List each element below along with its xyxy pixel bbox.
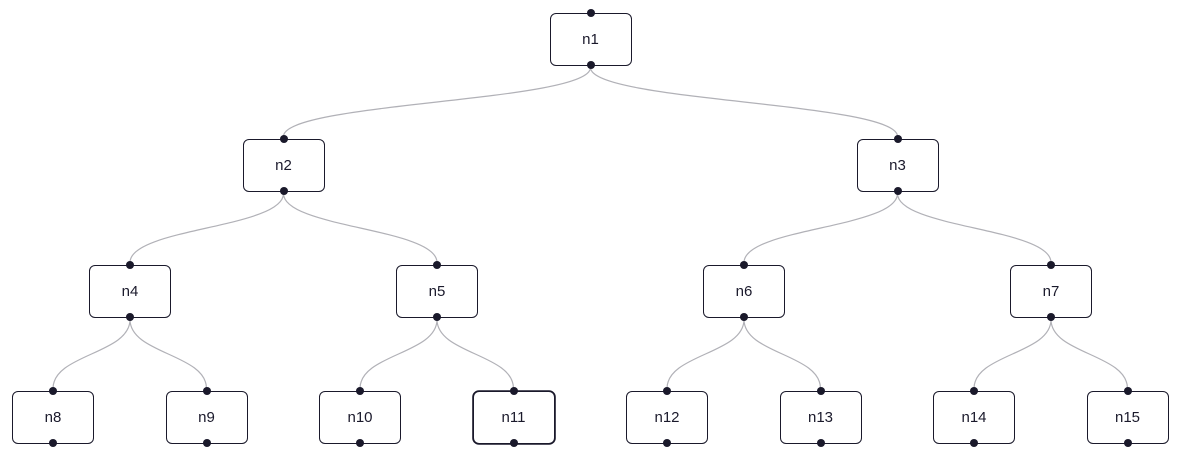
edge-n3-n7[interactable] — [896, 193, 1052, 263]
tree-node-n4[interactable]: n4 — [89, 261, 171, 321]
source-handle[interactable] — [356, 439, 364, 447]
source-handle[interactable] — [433, 313, 441, 321]
node-label: n8 — [44, 408, 62, 426]
target-handle[interactable] — [279, 135, 288, 143]
node-label: n13 — [807, 408, 834, 426]
tree-node-n6[interactable]: n6 — [703, 261, 785, 321]
tree-node-n14[interactable]: n14 — [933, 387, 1015, 447]
tree-node-n12[interactable]: n12 — [626, 387, 708, 447]
node-label: n5 — [428, 282, 446, 300]
target-handle[interactable] — [970, 387, 978, 395]
source-handle[interactable] — [663, 439, 671, 447]
target-handle[interactable] — [433, 261, 441, 269]
edge-n5-n11[interactable] — [436, 319, 515, 389]
target-handle[interactable] — [49, 387, 57, 395]
node-label: n12 — [654, 408, 680, 426]
edge-n1-n3[interactable] — [589, 67, 899, 137]
target-handle[interactable] — [356, 387, 364, 395]
node-label: n9 — [198, 408, 215, 426]
tree-node-n15[interactable]: n15 — [1086, 387, 1169, 447]
source-handle[interactable] — [202, 439, 211, 447]
tree-node-n11[interactable]: n11 — [472, 387, 555, 447]
edge-n5-n10[interactable] — [359, 319, 438, 389]
target-handle[interactable] — [1123, 387, 1132, 395]
tree-node-n2[interactable]: n2 — [242, 135, 325, 195]
edge-n7-n14[interactable] — [973, 319, 1052, 389]
source-handle[interactable] — [893, 187, 902, 195]
target-handle[interactable] — [202, 387, 211, 395]
node-label: n7 — [1042, 282, 1060, 300]
edge-n2-n4[interactable] — [129, 193, 285, 263]
edge-n6-n12[interactable] — [666, 319, 745, 389]
target-handle[interactable] — [816, 387, 825, 395]
node-label: n1 — [582, 30, 599, 48]
target-handle[interactable] — [509, 387, 518, 395]
node-label: n6 — [735, 282, 753, 300]
target-handle[interactable] — [586, 9, 595, 17]
source-handle[interactable] — [586, 61, 595, 69]
tree-node-n5[interactable]: n5 — [396, 261, 478, 321]
source-handle[interactable] — [816, 439, 825, 447]
node-label: n15 — [1114, 408, 1141, 426]
edge-n7-n15[interactable] — [1050, 319, 1129, 389]
source-handle[interactable] — [1123, 439, 1132, 447]
tree-node-n13[interactable]: n13 — [779, 387, 862, 447]
node-label: n10 — [347, 408, 373, 426]
tree-node-n1[interactable]: n1 — [549, 9, 632, 69]
edge-n4-n9[interactable] — [129, 319, 208, 389]
source-handle[interactable] — [1047, 313, 1055, 321]
source-handle[interactable] — [279, 187, 288, 195]
source-handle[interactable] — [49, 439, 57, 447]
target-handle[interactable] — [1047, 261, 1055, 269]
target-handle[interactable] — [893, 135, 902, 143]
target-handle[interactable] — [126, 261, 134, 269]
edge-n1-n2[interactable] — [282, 67, 592, 137]
tree-node-n8[interactable]: n8 — [12, 387, 94, 447]
target-handle[interactable] — [663, 387, 671, 395]
node-label: n11 — [501, 408, 526, 426]
source-handle[interactable] — [126, 313, 134, 321]
edge-n6-n13[interactable] — [743, 319, 822, 389]
edge-n2-n5[interactable] — [282, 193, 438, 263]
edge-n3-n6[interactable] — [743, 193, 899, 263]
source-handle[interactable] — [509, 439, 518, 447]
target-handle[interactable] — [740, 261, 748, 269]
node-label: n4 — [121, 282, 139, 300]
tree-node-n3[interactable]: n3 — [856, 135, 939, 195]
source-handle[interactable] — [740, 313, 748, 321]
tree-node-n10[interactable]: n10 — [319, 387, 401, 447]
edge-n4-n8[interactable] — [52, 319, 131, 389]
node-label: n14 — [961, 408, 987, 426]
source-handle[interactable] — [970, 439, 978, 447]
node-label: n2 — [275, 156, 292, 174]
node-label: n3 — [889, 156, 906, 174]
tree-node-n7[interactable]: n7 — [1010, 261, 1092, 321]
tree-node-n9[interactable]: n9 — [165, 387, 248, 447]
